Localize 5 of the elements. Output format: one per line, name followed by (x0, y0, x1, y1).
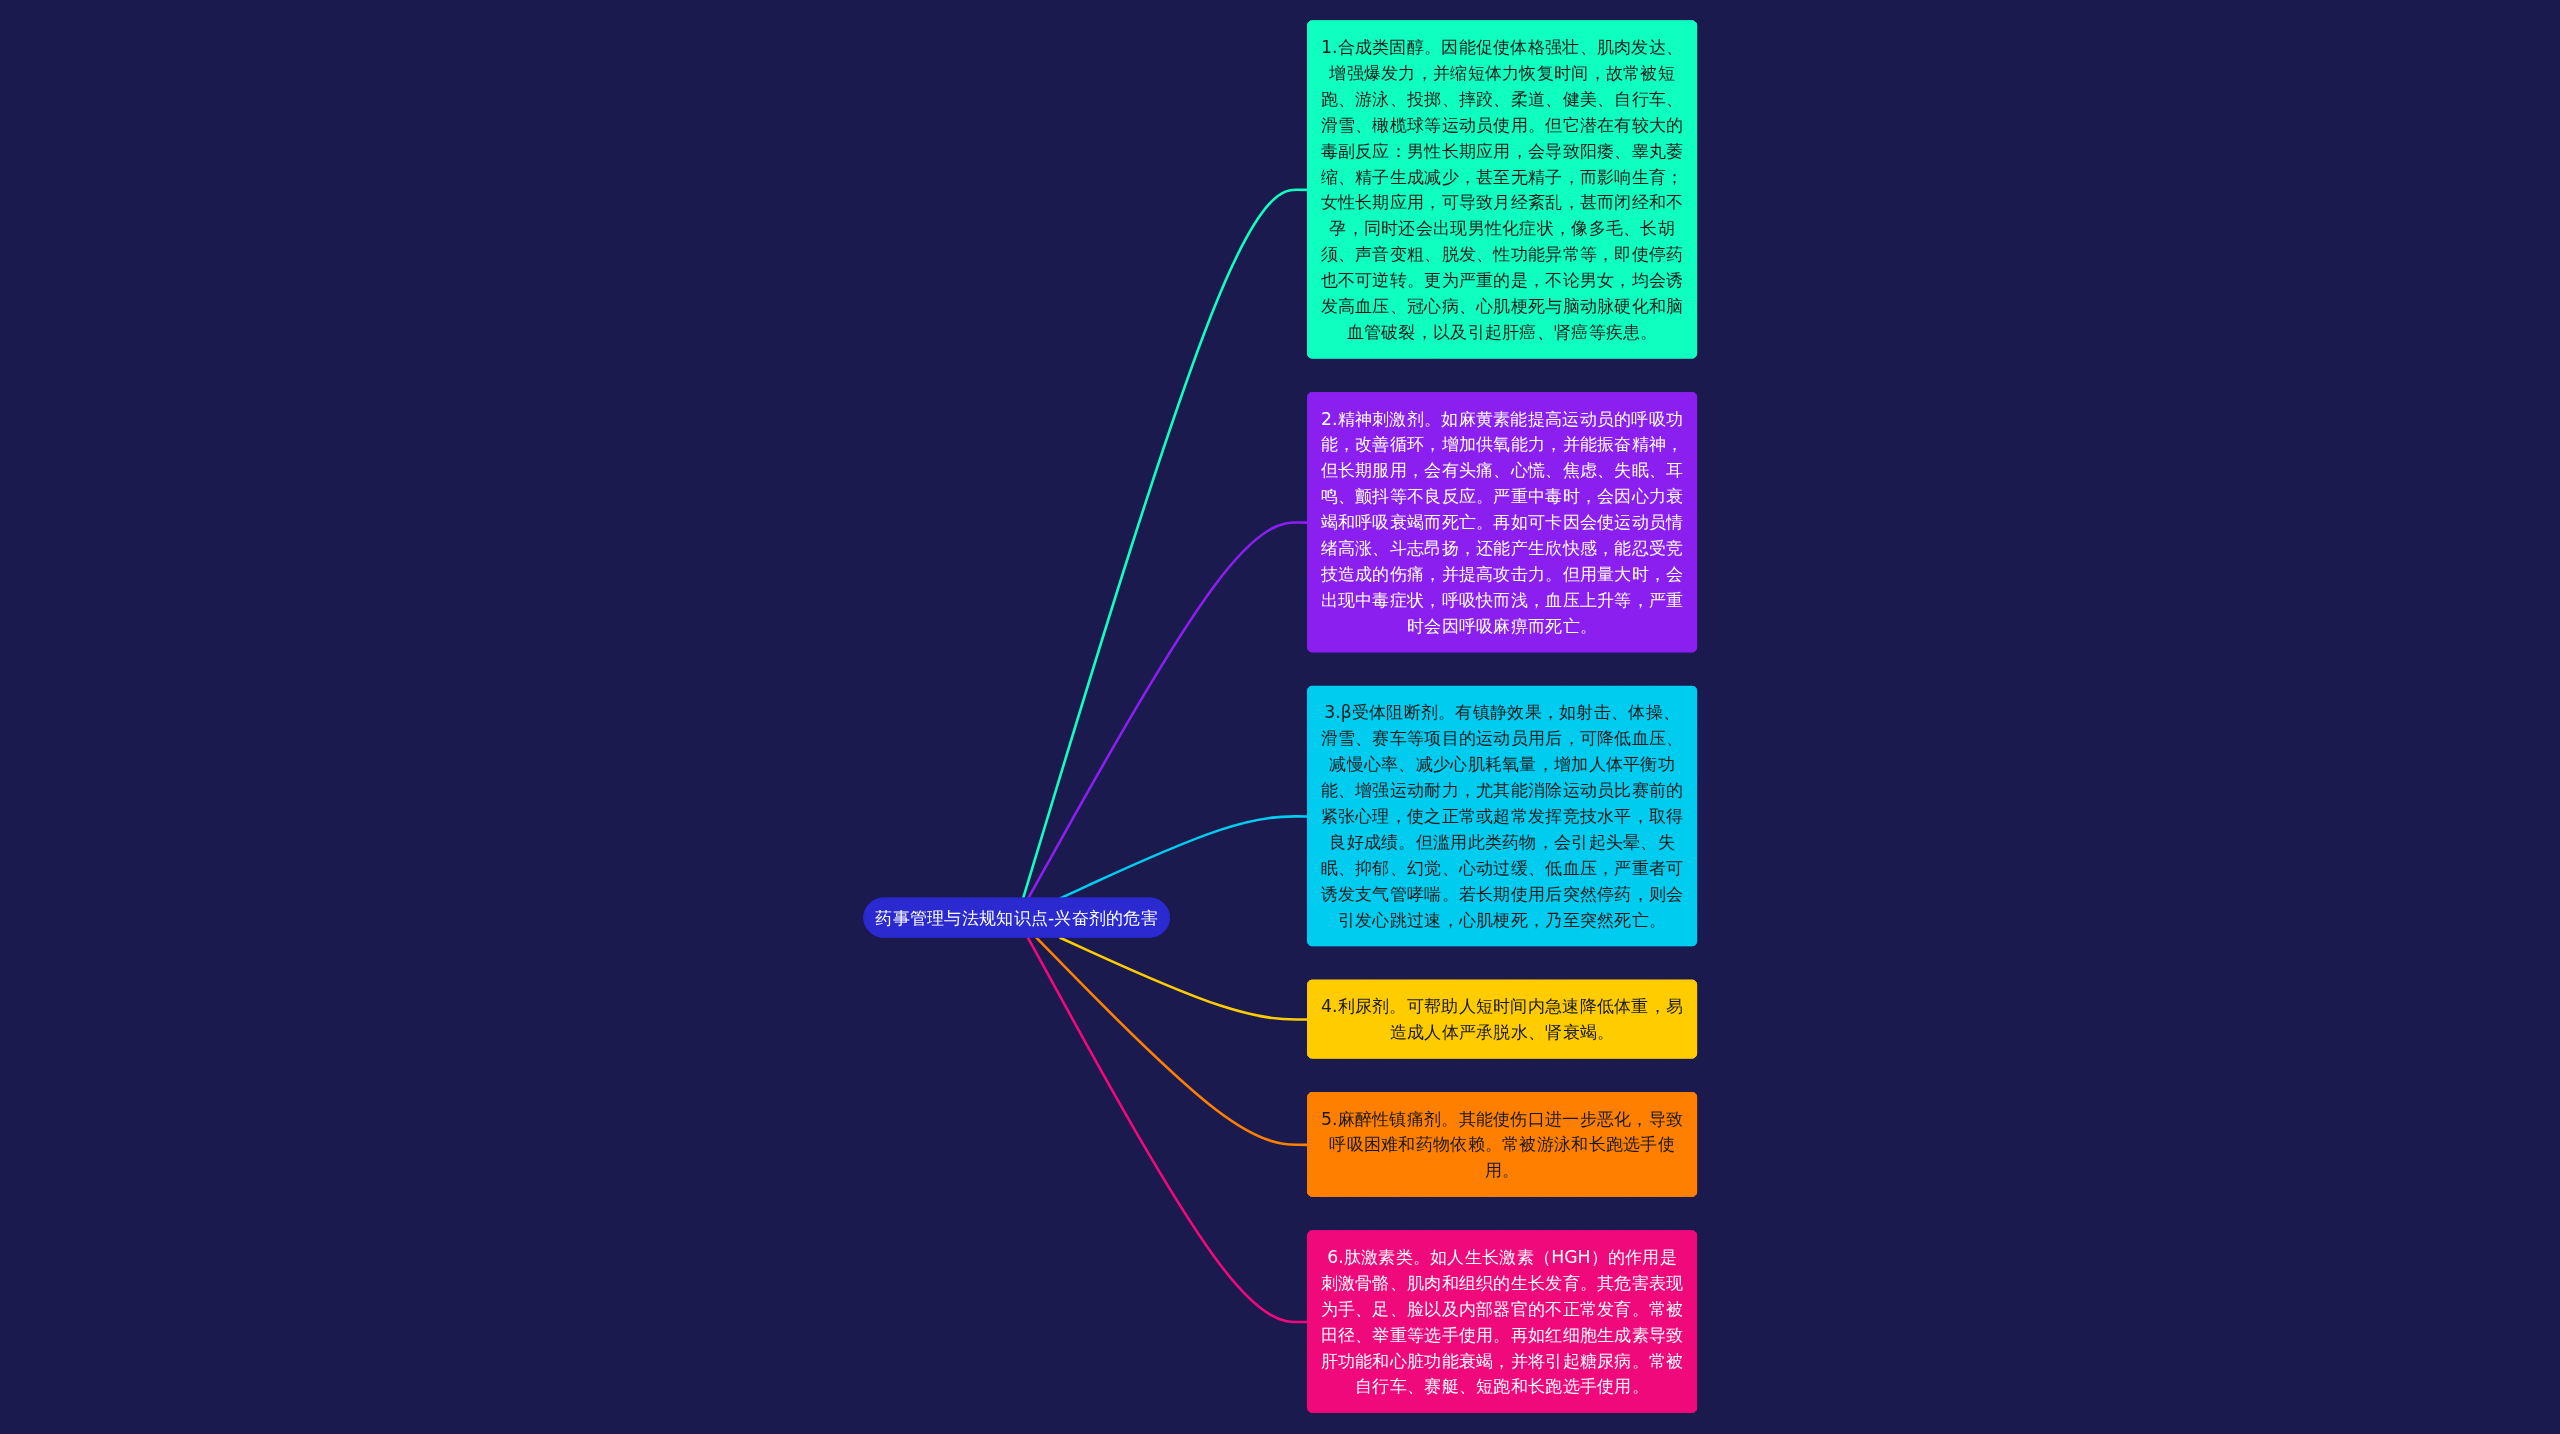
connector (1026, 521, 1308, 900)
connector (1034, 936, 1308, 1147)
connector (1058, 936, 1308, 1022)
connector (1021, 188, 1308, 900)
connector (1026, 937, 1308, 1324)
